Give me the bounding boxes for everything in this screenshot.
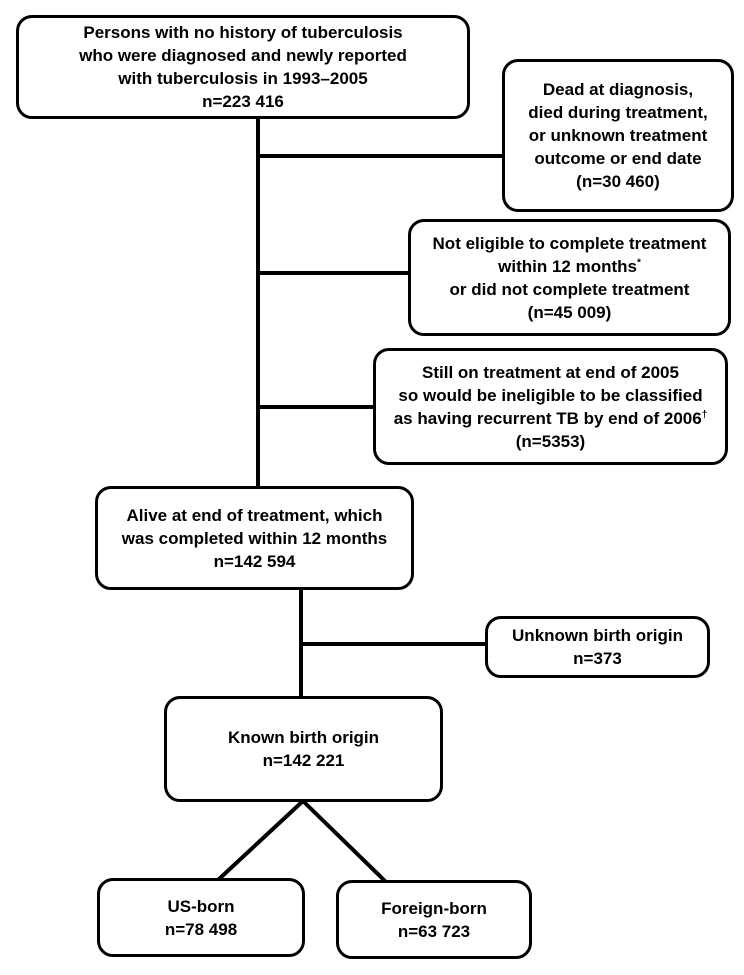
box-line-text: as having recurrent TB by end of 2006 (393, 408, 702, 428)
box-count: n=142 594 (213, 551, 296, 571)
box-line: Persons with no history of tuberculosis (83, 23, 403, 42)
box-count: n=223 416 (202, 92, 284, 111)
box-line: Not eligible to complete treatment (432, 233, 707, 253)
box-known-birth-origin: Known birth origin n=142 221 (164, 696, 443, 802)
box-line: Alive at end of treatment, which (126, 505, 383, 525)
box-alive-end-of-treatment: Alive at end of treatment, which was com… (95, 486, 414, 590)
box-count: (n=5353) (515, 431, 586, 451)
footnote-mark-asterisk: * (636, 256, 641, 268)
box-line: Unknown birth origin (512, 626, 683, 645)
box-count: (n=45 009) (527, 302, 612, 322)
box-count: n=142 221 (262, 751, 345, 770)
footnote-mark-dagger: † (701, 408, 708, 420)
box-line: died during treatment, (528, 103, 708, 122)
split-line-us-born (216, 799, 305, 882)
box-line-with-mark: within 12 months* (433, 255, 707, 278)
box-dead-or-unknown-outcome: Dead at diagnosis, died during treatment… (502, 59, 734, 212)
box-count: (n=30 460) (576, 172, 660, 191)
box-line: was completed within 12 months (121, 528, 388, 548)
box-unknown-birth-origin: Unknown birth origin n=373 (485, 616, 710, 678)
box-count: n=373 (573, 649, 622, 668)
box-line: US-born (167, 896, 235, 916)
box-line: or did not complete treatment (449, 279, 690, 299)
box-line: so would be ineligible to be classified (398, 385, 703, 405)
box-line: who were diagnosed and newly reported (79, 46, 407, 65)
box-line: Known birth origin (227, 728, 380, 747)
box-line: Dead at diagnosis, (542, 80, 694, 99)
box-count: n=63 723 (397, 921, 471, 941)
box-not-eligible-12-months: Not eligible to complete treatment withi… (408, 219, 731, 336)
box-line: Still on treatment at end of 2005 (422, 362, 679, 382)
box-line: Foreign-born (381, 898, 487, 918)
split-line-foreign-born (301, 799, 388, 884)
box-line: with tuberculosis in 1993–2005 (118, 69, 368, 88)
box-line-text: within 12 months (498, 256, 637, 276)
box-us-born: US-born n=78 498 (97, 878, 305, 957)
box-line: or unknown treatment (528, 126, 708, 145)
box-initial-cohort: Persons with no history of tuberculosis … (16, 15, 470, 119)
box-foreign-born: Foreign-born n=63 723 (336, 880, 532, 959)
box-line: outcome or end date (534, 149, 702, 168)
box-still-on-treatment: Still on treatment at end of 2005 so wou… (373, 348, 728, 465)
box-line-with-mark: as having recurrent TB by end of 2006† (394, 407, 708, 430)
box-count: n=78 498 (164, 919, 238, 939)
